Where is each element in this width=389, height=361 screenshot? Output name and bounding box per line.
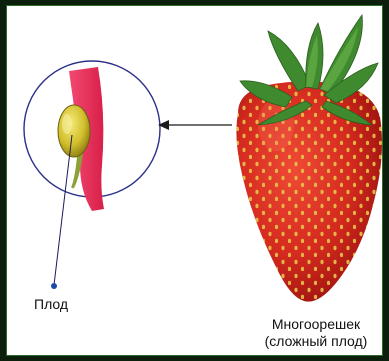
berry-seeds — [236, 81, 382, 301]
achene-fruit — [58, 105, 90, 157]
berry-label-line2: (сложный плод) — [251, 333, 381, 350]
berry-label: Многоорешек (сложный плод) — [251, 316, 381, 350]
strawberry-image — [236, 15, 382, 302]
seed-label: Плод — [34, 296, 68, 313]
arrow-left-icon — [158, 120, 232, 130]
berry-label-line1: Многоорешек — [251, 316, 381, 333]
berry-highlight — [258, 99, 294, 151]
achene-highlight — [62, 114, 72, 134]
dot-icon — [51, 283, 57, 289]
magnified-view — [24, 61, 160, 211]
